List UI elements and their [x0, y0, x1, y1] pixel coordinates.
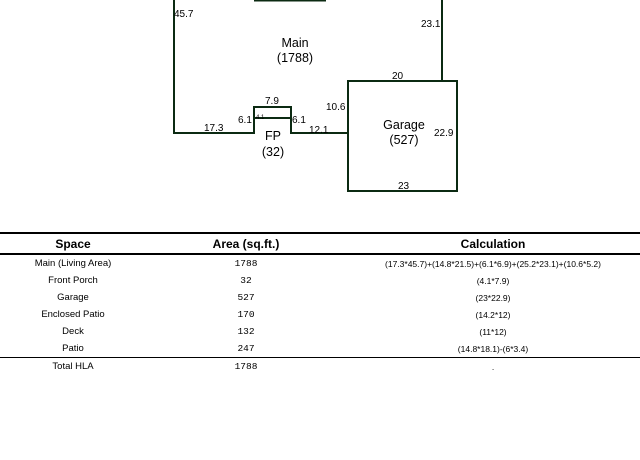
dim-main-step: 10.6	[326, 102, 346, 113]
dim-fp-left: 6.1	[238, 115, 252, 126]
garage-label: Garage	[383, 118, 425, 132]
total-calculation: .	[491, 361, 495, 372]
table-total-row: Total HLA 1788 .	[0, 358, 640, 376]
dim-bottom-mid: 12.1	[309, 125, 329, 136]
table-row: Main (Living Area) 1788 (17.3*45.7)+(14.…	[0, 254, 640, 272]
table-row: Enclosed Patio 170 (14.2*12)	[0, 306, 640, 323]
garage-area: (527)	[389, 133, 418, 147]
dim-fp-inner: 4.1	[256, 115, 265, 121]
dim-bottom-left: 17.3	[204, 123, 224, 134]
cell-space: Patio	[0, 340, 146, 358]
main-wall-outline	[173, 0, 348, 134]
table-row: Deck 132 (11*12)	[0, 323, 640, 340]
table-row: Garage 527 (23*22.9)	[0, 289, 640, 306]
dim-fp-top: 7.9	[265, 96, 279, 107]
total-area: 1788	[234, 361, 258, 372]
cell-area: 170	[237, 309, 255, 320]
dim-garage-bottom: 23	[398, 181, 410, 192]
main-area: (1788)	[277, 51, 313, 65]
cell-calculation: (17.3*45.7)+(14.8*21.5)+(6.1*6.9)+(25.2*…	[385, 258, 601, 269]
total-label: Total HLA	[52, 361, 94, 372]
cell-area: 132	[237, 326, 255, 337]
table-row: Patio 247 (14.8*18.1)-(6*3.4)	[0, 340, 640, 358]
cell-space: Deck	[62, 326, 84, 337]
dim-left-wall: 45.7	[174, 9, 194, 20]
dim-right-upper: 23.1	[421, 19, 441, 30]
dim-garage-top: 20	[392, 71, 404, 82]
cell-calculation: (14.8*18.1)-(6*3.4)	[346, 340, 640, 358]
cell-area: 247	[146, 340, 346, 358]
front-porch-area: (32)	[262, 145, 284, 159]
cell-calculation: (14.2*12)	[475, 309, 511, 320]
dim-garage-right: 22.9	[434, 128, 454, 139]
main-label: Main	[281, 36, 308, 50]
table-row: Front Porch 32 (4.1*7.9)	[0, 272, 640, 289]
cell-area: 1788	[234, 258, 258, 269]
header-calculation: Calculation	[346, 232, 640, 255]
cell-space: Garage	[57, 292, 89, 303]
cell-space: Main (Living Area)	[34, 258, 112, 269]
cell-area: 527	[237, 292, 255, 303]
cell-calculation: (23*22.9)	[475, 292, 511, 303]
cell-space: Enclosed Patio	[41, 309, 105, 320]
cell-space: Front Porch	[48, 275, 98, 286]
cell-area: 32	[240, 275, 252, 286]
front-porch-label: FP	[265, 129, 281, 143]
header-space: Space	[0, 232, 146, 255]
garage-outline	[347, 80, 458, 192]
cell-calculation: (4.1*7.9)	[476, 275, 510, 286]
header-area: Area (sq.ft.)	[146, 232, 346, 255]
table-header-row: Space Area (sq.ft.) Calculation	[0, 232, 640, 255]
cell-calculation: (11*12)	[479, 326, 507, 337]
area-calculation-table: Space Area (sq.ft.) Calculation Main (Li…	[0, 232, 640, 375]
floor-plan-sketch: Main (1788) Garage (527) FP (32) 45.7 23…	[173, 0, 458, 192]
dim-fp-right: 6.1	[292, 115, 306, 126]
